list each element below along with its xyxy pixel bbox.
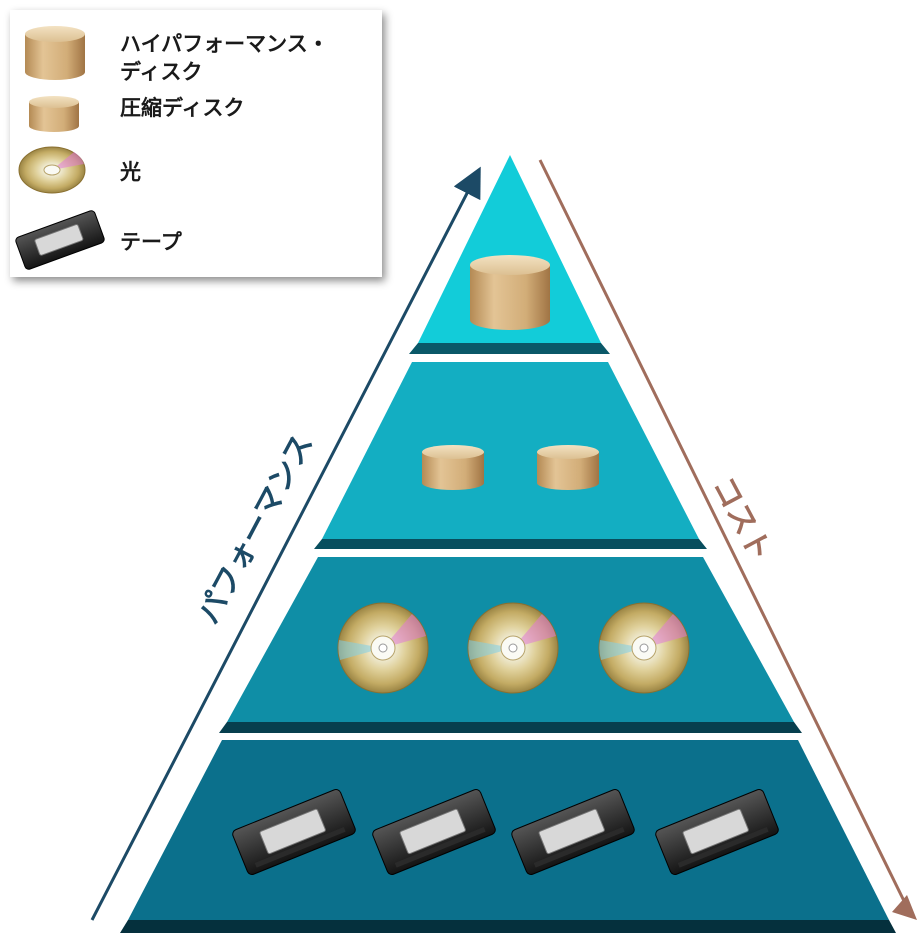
legend: ハイパフォーマンス・ ディスク 圧縮ディスク 光 テープ — [10, 10, 382, 277]
tier-2-compressed-disk — [322, 362, 699, 539]
disk-large-icon — [470, 255, 550, 330]
cost-arrowhead — [892, 895, 917, 920]
disk-small-icon — [29, 96, 79, 132]
optical-disc-icon — [18, 146, 86, 194]
optical-disc-icon — [598, 602, 690, 694]
legend-label-compressed-disk: 圧縮ディスク — [120, 96, 245, 120]
legend-label-tape: テープ — [120, 230, 182, 254]
optical-disc-icon — [337, 602, 429, 694]
tape-cartridge-icon — [372, 789, 496, 875]
disk-small-icon — [537, 445, 599, 490]
performance-arrow — [90, 166, 481, 921]
tape-cartridge-icon — [232, 789, 356, 875]
legend-label-optical: 光 — [120, 160, 141, 184]
tier-3-shadow — [219, 722, 802, 733]
tape-cartridge-icon — [655, 789, 779, 875]
cost-arrow — [538, 159, 908, 906]
tape-cartridge-icon — [15, 210, 105, 270]
tape-cartridge-icon — [511, 789, 635, 875]
tier-4-shadow — [120, 920, 896, 933]
legend-label-high-performance-disk: ハイパフォーマンス・ ディスク — [120, 32, 329, 84]
tier-2-shadow — [314, 539, 707, 549]
tier-1-shadow — [409, 343, 610, 354]
tier-1-high-performance-disk — [418, 155, 601, 343]
disk-small-icon — [422, 445, 484, 490]
disk-large-icon — [25, 26, 85, 80]
optical-disc-icon — [467, 602, 559, 694]
tier-4-tape — [128, 740, 889, 920]
